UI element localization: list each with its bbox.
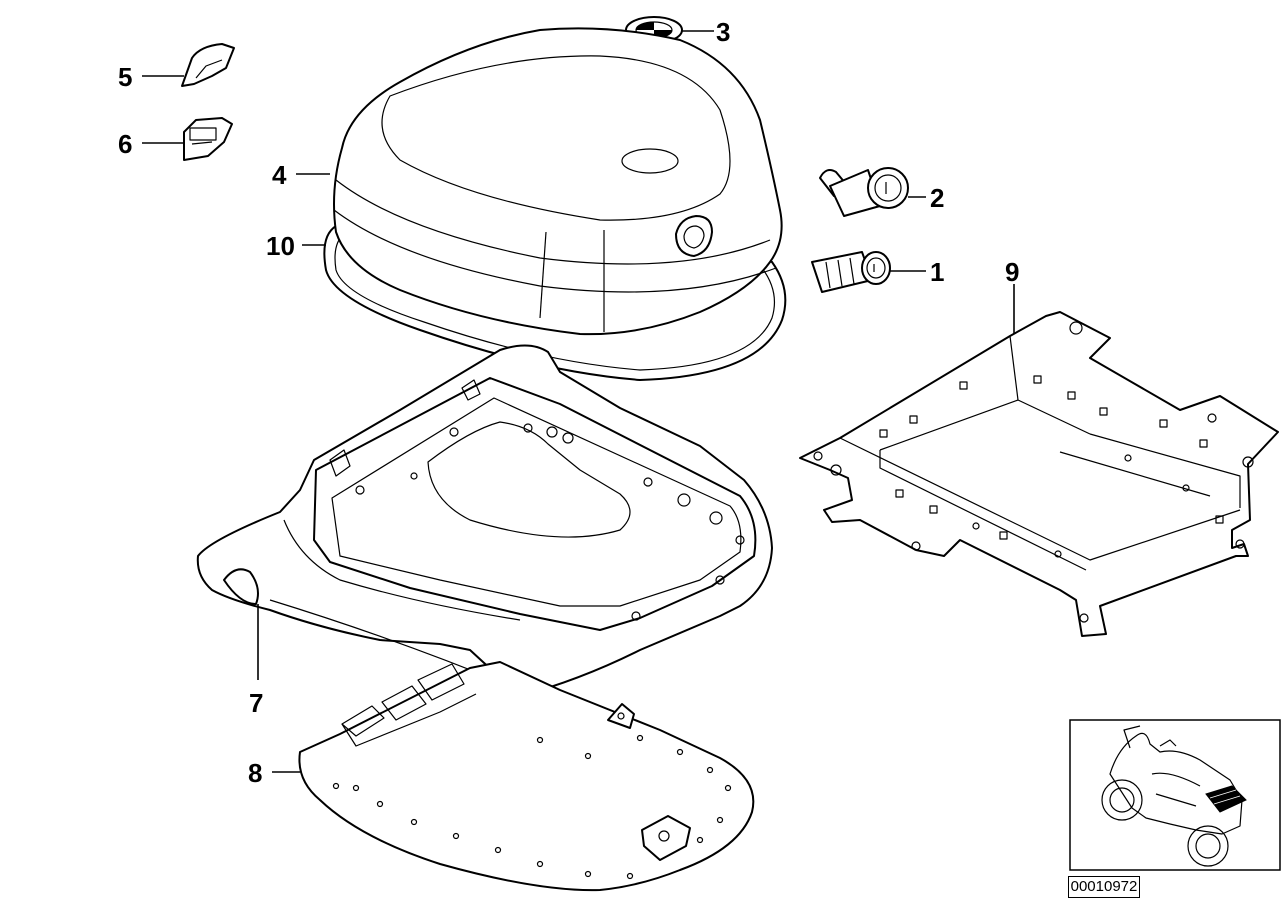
callout-2: 2 [930, 183, 944, 213]
callout-1: 1 [930, 257, 944, 287]
callout-4: 4 [272, 160, 287, 190]
callout-10: 10 [266, 231, 295, 261]
part-6-latch [183, 117, 233, 161]
part-1-lock-barrel [811, 251, 891, 293]
part-4-case-lid [333, 27, 783, 336]
callout-8: 8 [248, 758, 262, 788]
part-7-case-base [196, 344, 773, 697]
callout-9: 9 [1005, 257, 1019, 287]
callout-5: 5 [118, 62, 132, 92]
part-2-lock-cylinder [819, 167, 909, 217]
callout-labels: 3 5 6 4 10 2 1 9 7 8 [118, 17, 1019, 788]
part-8-floor-plate [298, 661, 755, 892]
part-5-handle-cover [181, 43, 235, 87]
leader-lines [142, 30, 1015, 773]
callout-6: 6 [118, 129, 132, 159]
callout-7: 7 [249, 688, 263, 718]
part-9-mounting-bracket [799, 311, 1279, 637]
callout-3: 3 [716, 17, 730, 47]
motorcycle-location-inset [1069, 719, 1281, 871]
reference-code: 00010972 [1068, 876, 1140, 898]
